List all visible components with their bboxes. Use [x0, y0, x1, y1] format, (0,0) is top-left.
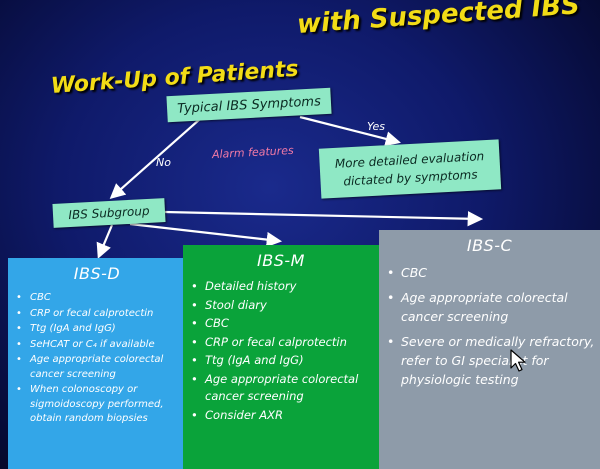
list-item: Age appropriate colorectal cancer screen… [16, 353, 186, 382]
arrow-subgroup-to-ibsd [96, 224, 114, 259]
list-item: When colonoscopy or sigmoidoscopy perfor… [16, 383, 186, 427]
list-item: CBC [387, 263, 600, 282]
list-item: Severe or medically refractory, refer to… [387, 332, 600, 389]
column-ibs-c-heading: IBS-C [466, 236, 513, 255]
column-ibs-c-list: CBC Age appropriate colorectal cancer sc… [379, 263, 600, 389]
column-ibs-m-list: Detailed history Stool diary CBC CRP or … [183, 278, 379, 424]
list-item: Age appropriate colorectal cancer screen… [191, 371, 379, 406]
edge-label-yes: Yes [367, 120, 386, 133]
list-item: Ttg (IgA and IgG) [191, 352, 379, 370]
arrow-typical-to-detailed [299, 115, 401, 147]
column-ibs-d: IBS-D CBC CRP or fecal calprotectin Ttg … [8, 258, 186, 469]
mouse-pointer-icon [510, 349, 526, 372]
edge-label-no: No [156, 156, 171, 169]
node-detailed-evaluation: More detailed evaluation dictated by sym… [318, 139, 502, 199]
list-item: CBC [191, 315, 379, 333]
column-ibs-m-heading: IBS-M [257, 251, 305, 270]
column-ibs-d-heading: IBS-D [73, 264, 121, 283]
arrow-subgroup-to-ibsm [129, 222, 283, 248]
arrow-subgroup-to-ibsc [164, 210, 484, 227]
node-subgroup-label: IBS Subgroup [68, 203, 150, 223]
column-ibs-c: IBS-C CBC Age appropriate colorectal can… [379, 230, 600, 469]
list-item: SeHCAT or C₄ if available [16, 338, 186, 353]
list-item: CRP or fecal calprotectin [16, 307, 186, 322]
list-item: Stool diary [191, 297, 379, 315]
node-typical-label: Typical IBS Symptoms [176, 93, 322, 117]
list-item: CRP or fecal calprotectin [191, 334, 379, 352]
list-item: Consider AXR [191, 407, 379, 425]
list-item: Age appropriate colorectal cancer screen… [387, 288, 600, 326]
list-item: Detailed history [191, 278, 379, 296]
list-item: CBC [16, 291, 186, 306]
column-ibs-d-list: CBC CRP or fecal calprotectin Ttg (IgA a… [8, 291, 186, 427]
list-item: Ttg (IgA and IgG) [16, 322, 186, 337]
arrow-typical-to-subgroup [109, 118, 201, 200]
column-ibs-m: IBS-M Detailed history Stool diary CBC C… [183, 245, 379, 469]
